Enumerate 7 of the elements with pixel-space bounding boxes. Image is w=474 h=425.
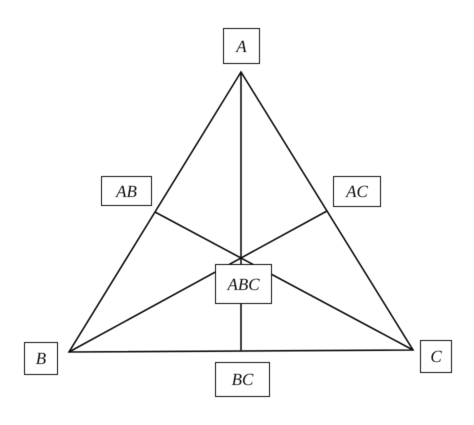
label-box: C (420, 340, 452, 373)
label-box: AB (101, 176, 152, 206)
label-box: AC (333, 176, 381, 207)
label-box: BC (215, 362, 270, 397)
label-box: B (24, 342, 58, 375)
label-box: A (223, 28, 260, 64)
label-box: ABC (215, 264, 272, 304)
